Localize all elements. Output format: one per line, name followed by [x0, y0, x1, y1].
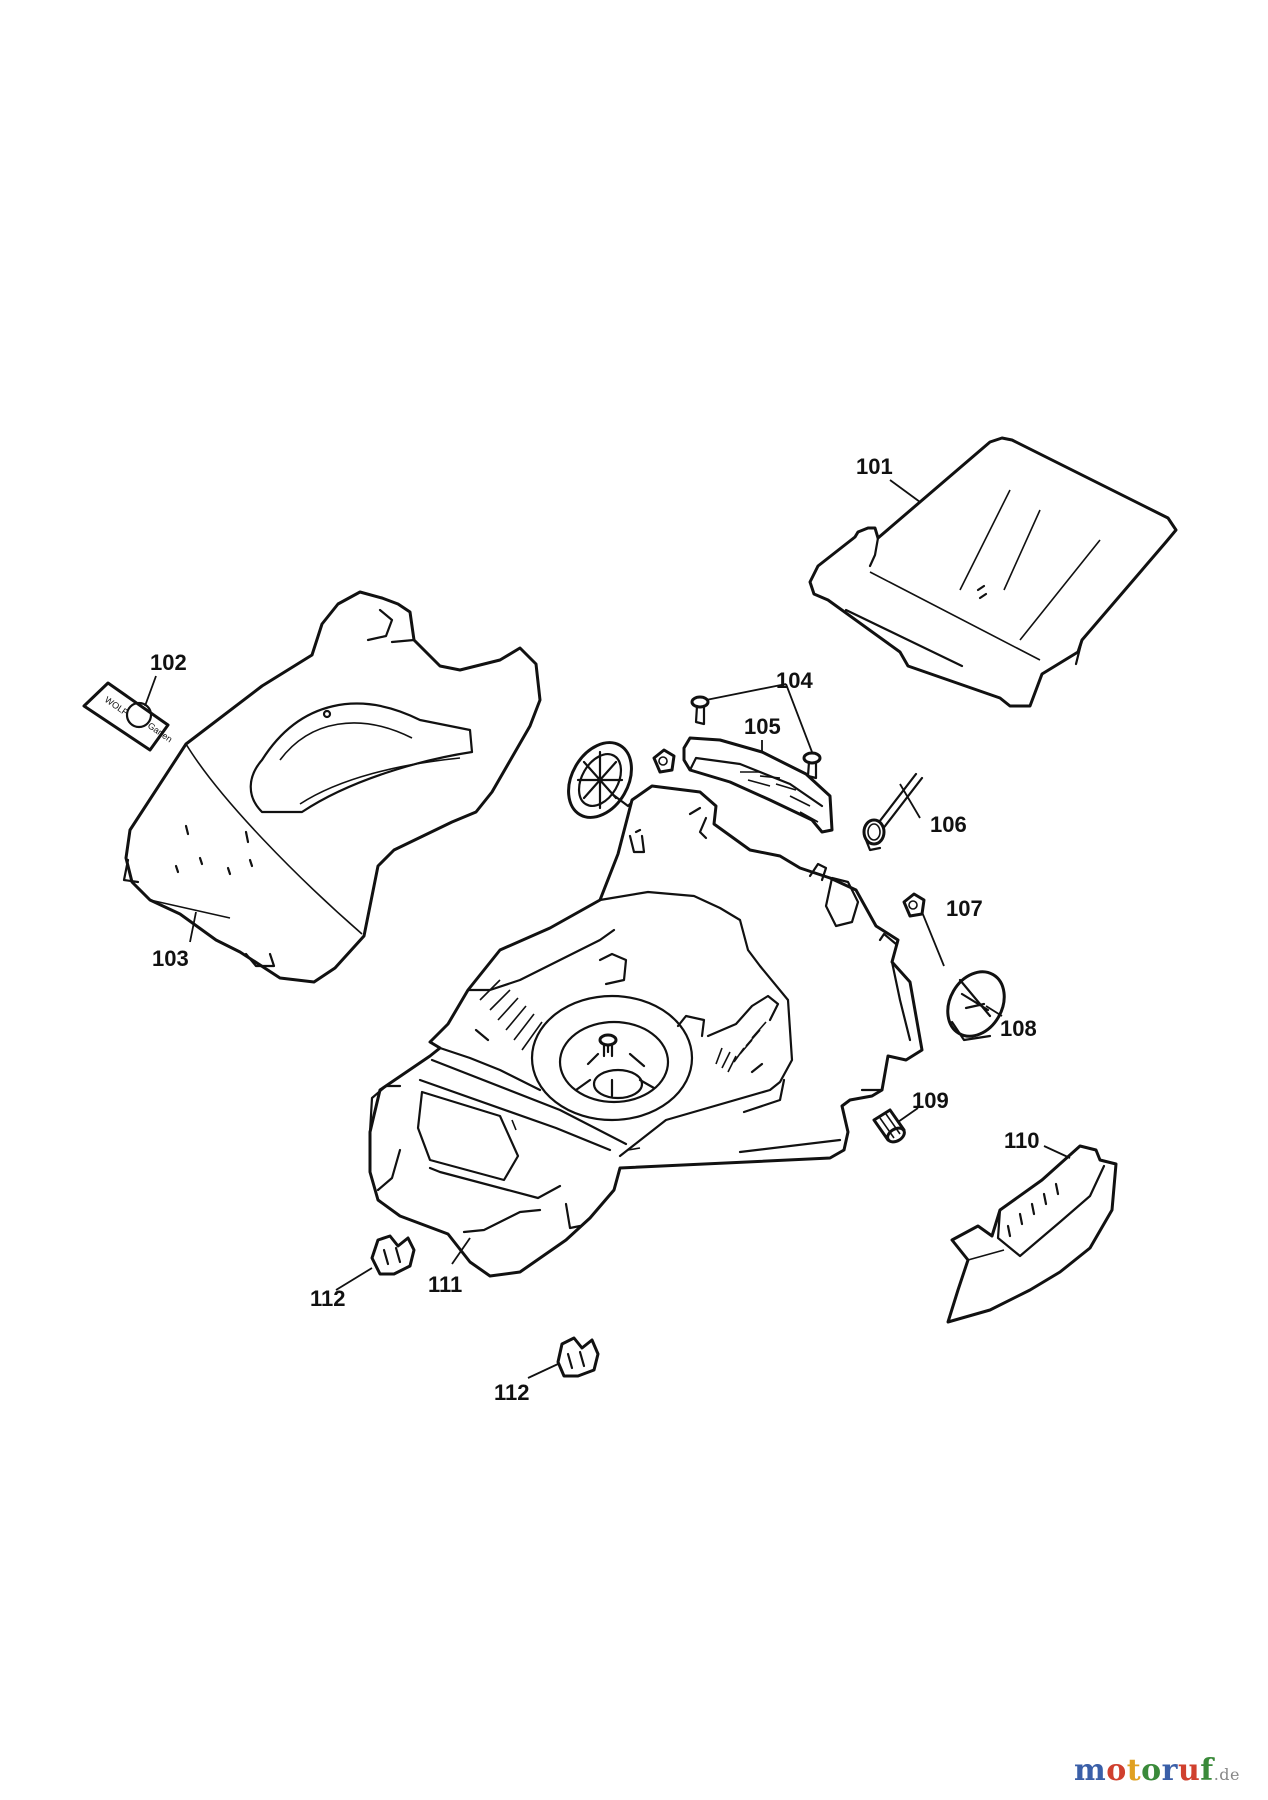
watermark-wordmark: motoruf — [1074, 1753, 1214, 1788]
part-110-flap — [946, 1144, 1118, 1324]
callout-103: 103 — [152, 946, 189, 971]
watermark-letter: t — [1126, 1753, 1142, 1788]
callout-labels: 101 102 103 104 105 106 107 108 109 110 … — [150, 454, 1040, 1405]
callout-110: 110 — [1004, 1128, 1040, 1153]
watermark-letter: m — [1074, 1753, 1107, 1788]
watermark-letter: o — [1106, 1753, 1127, 1788]
watermark-letter: r — [1161, 1753, 1178, 1788]
part-101-lid — [808, 436, 1178, 708]
part-108-knob — [946, 970, 1006, 1042]
watermark-suffix: .de — [1213, 1765, 1240, 1784]
watermark-letter: f — [1200, 1753, 1214, 1788]
callout-105: 105 — [744, 714, 781, 739]
part-112-clip-upper — [370, 1234, 416, 1276]
height-adjust-wheel — [567, 741, 636, 819]
callout-107: 107 — [946, 896, 983, 921]
part-104-screws — [690, 695, 822, 780]
part-106-spring — [862, 772, 924, 852]
callout-108: 108 — [1000, 1016, 1037, 1041]
part-107-nut — [902, 892, 926, 918]
callout-106: 106 — [930, 812, 967, 837]
motoruf-watermark: motoruf.de — [1074, 1753, 1240, 1788]
callout-101: 101 — [856, 454, 893, 479]
watermark-letter: u — [1177, 1753, 1201, 1788]
callout-102: 102 — [150, 650, 187, 675]
callout-109: 109 — [912, 1088, 949, 1113]
callout-104: 104 — [776, 668, 813, 693]
part-102-logo-badge: WOLF Garten — [82, 681, 174, 752]
leader-lines — [144, 479, 1071, 1379]
callout-112-upper: 112 — [310, 1286, 346, 1311]
part-107-nut-left — [652, 748, 676, 774]
part-112-clip-lower — [556, 1336, 600, 1378]
part-103-top-cover — [122, 590, 542, 984]
callout-111: 111 — [428, 1272, 462, 1297]
part-109-bushing — [872, 1108, 906, 1144]
part-111-deck — [368, 784, 924, 1278]
callout-112-lower: 112 — [494, 1380, 530, 1405]
part-105-grip-bar — [682, 736, 834, 834]
watermark-letter: o — [1141, 1753, 1162, 1788]
